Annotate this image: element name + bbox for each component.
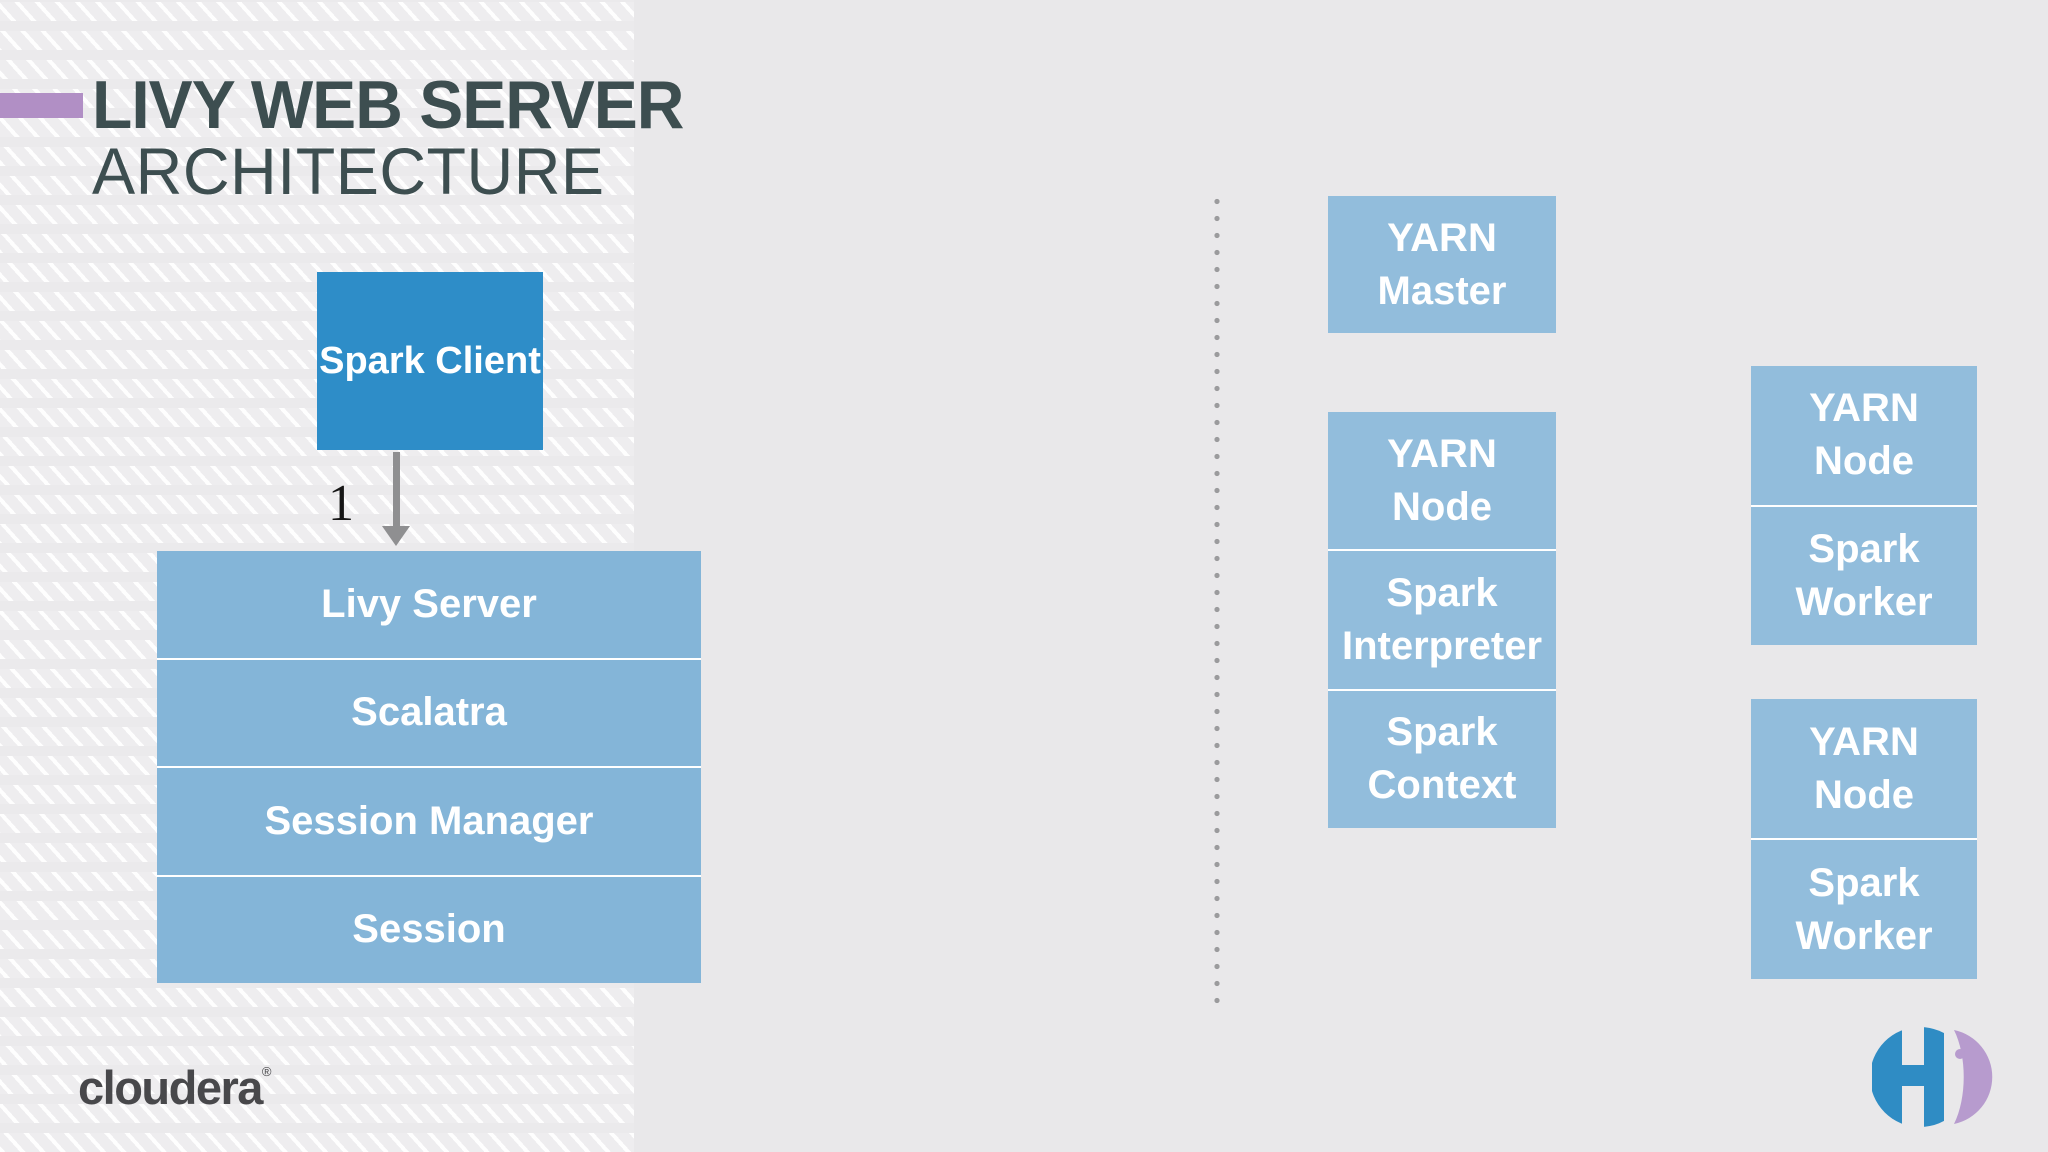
- arrow-step-label: 1: [328, 475, 354, 532]
- h-monogram-logo-icon: [1872, 1024, 1993, 1132]
- right-bottom-stack-row: YARN Node: [1751, 699, 1977, 838]
- right-bottom-stack-row: Spark Worker: [1751, 840, 1977, 979]
- livy-stack-row: Livy Server: [157, 551, 701, 658]
- yarn-worker-stack-top: YARN Node Spark Worker: [1751, 366, 1977, 645]
- middle-stack-row: Spark Interpreter: [1328, 551, 1556, 689]
- spark-client-box: Spark Client: [317, 272, 543, 450]
- title-block: LIVY WEB SERVER ARCHITECTURE: [92, 67, 702, 208]
- middle-stack-row: YARN Node: [1328, 412, 1556, 550]
- yarn-master-box: YARN Master: [1328, 196, 1556, 333]
- yarn-worker-stack-bottom: YARN Node Spark Worker: [1751, 699, 1977, 979]
- title-accent-bar: [0, 93, 83, 118]
- livy-stack-row: Scalatra: [157, 659, 701, 766]
- livy-stack-row: Session Manager: [157, 768, 701, 875]
- right-top-stack-row: Spark Worker: [1751, 506, 1977, 645]
- cloudera-logo: cloudera®: [78, 1048, 272, 1111]
- page-subtitle: ARCHITECTURE: [92, 134, 605, 208]
- cloudera-logo-text: cloudera: [78, 1061, 263, 1114]
- page-title: LIVY WEB SERVER: [92, 67, 684, 143]
- cloudera-logo-registered-mark: ®: [261, 1064, 272, 1079]
- dotted-divider-line: [1214, 193, 1220, 1013]
- client-to-livy-arrow-shaft: [393, 452, 400, 528]
- middle-stack-row: Spark Context: [1328, 690, 1556, 828]
- client-to-livy-arrow-head: [382, 526, 410, 546]
- livy-server-stack: Livy Server Scalatra Session Manager Ses…: [157, 551, 701, 983]
- right-top-stack-row: YARN Node: [1751, 366, 1977, 505]
- livy-stack-row: Session: [157, 876, 701, 983]
- yarn-node-interpreter-stack: YARN Node Spark Interpreter Spark Contex…: [1328, 412, 1556, 828]
